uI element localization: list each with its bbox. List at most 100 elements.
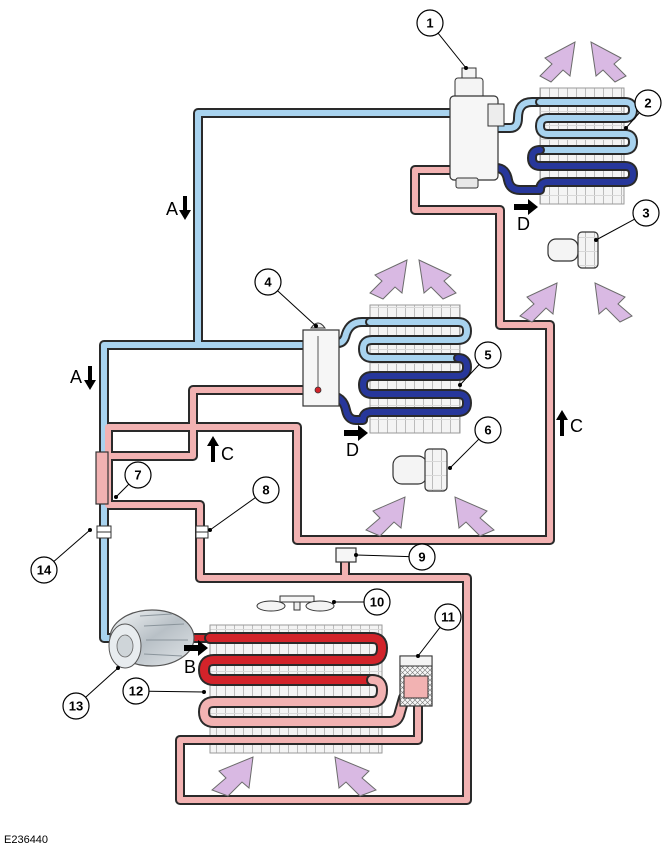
rear-evaporator-coil — [491, 97, 638, 195]
callout-2: 2 — [624, 89, 662, 130]
airflow-arrow — [211, 756, 254, 797]
compressor — [108, 609, 195, 669]
low-pressure-service-port — [96, 525, 112, 539]
callout-9: 9 — [354, 543, 436, 571]
callout-leader-dot — [116, 666, 120, 670]
callout-number: 10 — [370, 595, 384, 610]
flow-arrow-c-mid — [207, 436, 219, 462]
callout-leader-dot — [354, 553, 358, 557]
callout-number: 3 — [642, 206, 649, 221]
rear-blower-motor — [547, 231, 599, 269]
callout-circle — [122, 677, 150, 705]
flow-label-d-mid: D — [346, 440, 359, 460]
callout-circle — [254, 268, 282, 296]
callout-circle — [416, 9, 444, 37]
callout-10: 10 — [332, 588, 391, 616]
callout-leader-dot — [202, 690, 206, 694]
callout-leader-dot — [314, 324, 318, 328]
flow-label-a-top: A — [166, 199, 178, 219]
airflow-arrow — [590, 41, 627, 83]
flow-arrow-d-top — [514, 199, 538, 215]
callout-leader-dot — [416, 654, 420, 658]
airflow-arrow — [365, 496, 406, 537]
callout-number: 11 — [441, 610, 455, 625]
cooling-fan — [256, 595, 335, 612]
callout-leader-line — [449, 438, 480, 469]
callout-leader-dot — [624, 126, 628, 130]
flow-arrow-a-left — [84, 366, 96, 390]
callout-leader-line — [277, 290, 317, 327]
callout-number: 1 — [426, 16, 433, 31]
callout-1: 1 — [416, 9, 468, 70]
callout-circle — [434, 603, 462, 631]
callout-leader-line — [625, 112, 640, 129]
callout-8: 8 — [208, 476, 280, 532]
airflow-arrow — [418, 259, 457, 300]
callout-leader-line — [459, 364, 480, 386]
rear-expansion-valve — [449, 67, 505, 189]
callout-leader-line — [115, 483, 130, 498]
callout-circle — [474, 341, 502, 369]
receiver-drier — [399, 655, 433, 707]
callout-number: 12 — [129, 684, 143, 699]
callout-leader-line — [148, 690, 205, 693]
callout-12: 12 — [122, 677, 206, 705]
callout-number: 7 — [134, 468, 141, 483]
airflow-arrow — [334, 756, 377, 797]
callout-6: 6 — [448, 416, 502, 470]
airflow-arrow — [369, 259, 408, 300]
callout-leader-dot — [464, 66, 468, 70]
callout-number: 8 — [262, 483, 269, 498]
callout-number: 6 — [484, 423, 491, 438]
callout-leader-dot — [448, 466, 452, 470]
callout-leader-dot — [458, 383, 462, 387]
front-evaporator-coil — [325, 317, 472, 425]
callout-circle — [474, 416, 502, 444]
callout-11: 11 — [416, 603, 462, 658]
callout-circle — [252, 476, 280, 504]
callout-3: 3 — [594, 199, 660, 242]
callout-number: 13 — [69, 699, 83, 714]
flow-label-a-left: A — [70, 367, 82, 387]
callout-leader-dot — [114, 495, 118, 499]
callout-leader-line — [437, 32, 467, 69]
callout-leader-line — [53, 529, 91, 562]
callout-leader-line — [417, 626, 441, 657]
airflow-arrow — [594, 282, 633, 323]
callout-number: 5 — [484, 348, 491, 363]
high-pressure-service-port — [195, 525, 209, 539]
callout-leader-line — [595, 218, 635, 241]
callout-circle — [408, 543, 436, 571]
callout-5: 5 — [458, 341, 502, 387]
callout-circle — [62, 692, 90, 720]
flow-arrow-a-top — [179, 196, 191, 220]
front-blower-motor — [392, 448, 448, 492]
figure-reference: E236440 — [4, 834, 48, 846]
refrigerant-muffler — [95, 451, 109, 505]
callout-circle — [30, 556, 58, 584]
callout-13: 13 — [62, 666, 120, 720]
callout-leader-dot — [88, 528, 92, 532]
callout-4: 4 — [254, 268, 318, 328]
flow-labels: A A B C C D D — [70, 199, 583, 677]
flow-direction-arrows — [84, 196, 568, 656]
callout-leader-dot — [208, 528, 212, 532]
callout-leader-line — [85, 667, 119, 698]
callout-leader-dot — [594, 238, 598, 242]
flow-label-d-top: D — [517, 214, 530, 234]
airflow-arrow — [519, 282, 558, 323]
flow-label-c-right: C — [570, 416, 583, 436]
callout-circle — [632, 199, 660, 227]
callout-number: 14 — [37, 563, 52, 578]
callout-number: 2 — [644, 96, 651, 111]
callout-number: 4 — [264, 275, 272, 290]
condenser-coil — [198, 632, 410, 728]
callout-7: 7 — [114, 461, 152, 499]
callout-circle — [124, 461, 152, 489]
callout-14: 14 — [30, 528, 92, 584]
front-expansion-valve — [302, 322, 340, 407]
airflow-arrow — [454, 496, 495, 537]
